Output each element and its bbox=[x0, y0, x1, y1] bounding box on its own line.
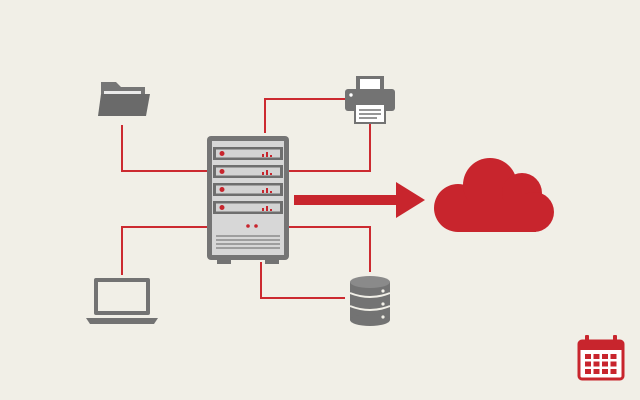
calendar-day-cell bbox=[602, 361, 608, 367]
calendar-day-cell bbox=[602, 369, 608, 374]
connector-database bbox=[289, 226, 371, 272]
arrow-shaft bbox=[294, 195, 398, 205]
calendar-day-cell bbox=[593, 369, 600, 374]
database-icon bbox=[349, 276, 391, 326]
server-drive-bay bbox=[213, 147, 283, 160]
connector-printer-lower bbox=[289, 124, 371, 172]
arrow-head bbox=[396, 182, 425, 218]
calendar-day-cell bbox=[585, 354, 591, 359]
calendar-day-cell bbox=[602, 354, 608, 359]
calendar-day-cell bbox=[593, 354, 600, 359]
calendar-day-cell bbox=[610, 354, 617, 359]
server-rack-icon bbox=[207, 136, 289, 264]
calendar-day-cell bbox=[585, 361, 591, 367]
calendar-icon bbox=[577, 335, 625, 381]
connector-laptop bbox=[121, 226, 207, 275]
backup-arrow bbox=[294, 182, 425, 218]
calendar-day-cell bbox=[585, 369, 591, 374]
cloud-icon bbox=[434, 158, 554, 232]
printer-icon bbox=[345, 76, 395, 124]
server-drive-bay bbox=[213, 201, 283, 214]
connector-printer bbox=[264, 98, 345, 133]
connectors bbox=[121, 98, 371, 299]
calendar-day-cell bbox=[593, 361, 600, 367]
folder-icon bbox=[98, 82, 150, 116]
connector-database-lower bbox=[260, 262, 345, 299]
laptop-icon bbox=[86, 278, 158, 324]
power-led bbox=[246, 224, 250, 228]
power-led bbox=[254, 224, 258, 228]
connector-folder bbox=[121, 125, 207, 172]
server-drive-bay bbox=[213, 165, 283, 178]
calendar-day-cell bbox=[610, 369, 617, 374]
server-drive-bay bbox=[213, 183, 283, 196]
calendar-day-cell bbox=[610, 361, 617, 367]
